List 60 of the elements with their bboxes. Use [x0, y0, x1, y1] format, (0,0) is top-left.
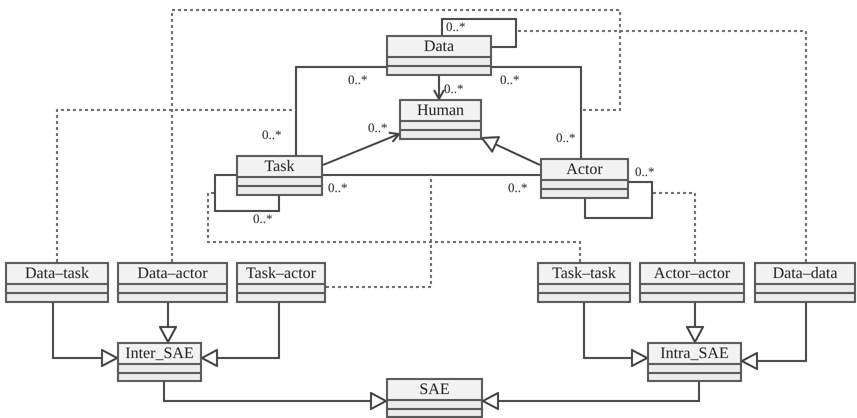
class-box — [5, 262, 109, 303]
multiplicity-label: 0..* — [328, 181, 348, 195]
class-box — [236, 262, 326, 303]
association-class-link — [516, 30, 807, 262]
association-class-link — [207, 192, 581, 262]
generalization-arrow — [583, 303, 648, 367]
class-name: Task–task — [552, 264, 616, 282]
association-arrow — [322, 132, 400, 166]
multiplicity-label: 0..* — [348, 73, 368, 87]
association-line — [492, 66, 582, 158]
multiplicity-label: 0..* — [368, 121, 388, 135]
generalization-arrow — [741, 303, 807, 370]
multiplicity-label: 0..* — [446, 20, 466, 34]
class-box — [386, 35, 492, 76]
association-line — [584, 181, 653, 219]
association-line — [295, 66, 386, 155]
class-box — [386, 378, 483, 418]
class-name: Data–data — [772, 264, 838, 282]
class-box — [639, 262, 745, 303]
class-box — [647, 342, 742, 382]
multiplicity-label: 0..* — [508, 181, 528, 195]
class-name: Data — [424, 38, 454, 56]
association-line — [323, 174, 540, 176]
class-name: Actor — [566, 160, 603, 178]
association-arrow — [433, 76, 445, 100]
class-name: Intra_SAE — [660, 344, 729, 362]
generalization-arrow — [159, 303, 177, 343]
class-box — [117, 262, 228, 303]
class-name: Task–actor — [246, 264, 316, 282]
generalization-arrow — [163, 382, 387, 410]
multiplicity-label: 0..* — [262, 128, 282, 142]
generalization-arrow — [482, 382, 700, 410]
class-box — [540, 158, 629, 199]
multiplicity-label: 0..* — [556, 131, 576, 145]
generalization-arrow — [686, 303, 704, 343]
generalization-arrow — [52, 303, 118, 367]
class-box — [537, 262, 631, 303]
association-class-link — [171, 9, 621, 262]
association-class-link — [326, 175, 432, 288]
class-name: Actor–actor — [654, 264, 730, 282]
association-class-link — [56, 109, 296, 262]
class-box — [236, 155, 323, 196]
class-name: Inter_SAE — [125, 344, 194, 362]
class-name: Human — [416, 102, 464, 120]
class-name: SAE — [419, 380, 450, 398]
multiplicity-label: 0..* — [444, 82, 464, 96]
multiplicity-label: 0..* — [253, 212, 272, 226]
class-box — [399, 99, 482, 140]
generalization-arrow — [201, 303, 280, 367]
generalization-arrow — [481, 136, 540, 166]
multiplicity-label: 0..* — [500, 73, 520, 87]
multiplicity-label: 0..* — [635, 165, 654, 179]
association-class-link — [652, 192, 696, 262]
association-line — [214, 174, 280, 212]
class-box — [117, 342, 202, 382]
class-name: Data–task — [25, 264, 89, 282]
class-box — [754, 262, 856, 303]
class-name: Data–actor — [137, 264, 208, 282]
association-line — [441, 18, 517, 48]
class-name: Task — [264, 158, 294, 176]
